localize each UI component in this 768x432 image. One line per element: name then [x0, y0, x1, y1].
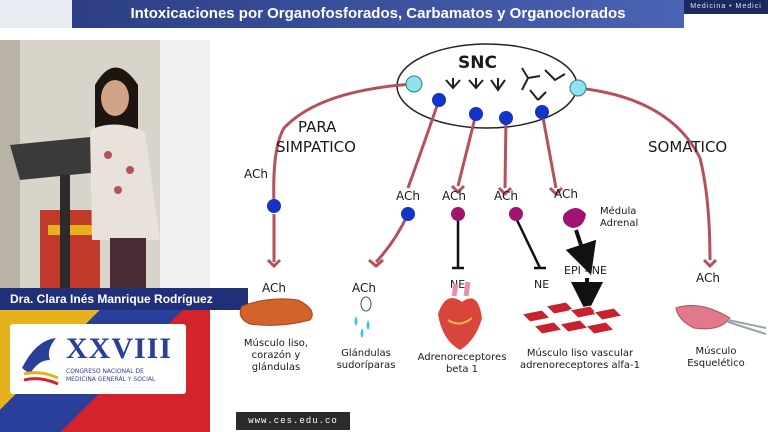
- vascular-muscle-icon: [520, 301, 624, 335]
- epi-ne-label: EPI - NE: [564, 264, 607, 277]
- speaker-video: [0, 40, 210, 290]
- blue-node-ganglion: [401, 207, 415, 221]
- adrenal-label: Adrenal: [600, 218, 638, 229]
- cyan-node-right: [569, 79, 587, 97]
- caption-line: Músculo liso vascular: [527, 347, 634, 359]
- event-name-line2: MEDICINA GENERAL Y SOCIAL: [66, 376, 156, 383]
- sweat-drops-icon: [354, 296, 372, 338]
- medula-label: Médula: [600, 205, 636, 217]
- simpatico-label: SIMPATICO: [276, 138, 356, 156]
- magenta-node: [451, 207, 465, 221]
- speaker-video-frame: [0, 40, 210, 290]
- ach-label: ACh: [696, 271, 720, 285]
- caption-vascular: Músculo liso vascular adrenoreceptores a…: [520, 347, 640, 371]
- snc-neurons: [445, 67, 566, 101]
- header-right-text: Medicina • Medici: [684, 0, 768, 14]
- event-logo-panel: XXVIII CONGRESO NACIONAL DE MEDICINA GEN…: [0, 310, 210, 432]
- adrenal-gland-icon: [563, 208, 586, 228]
- cyan-node-left: [405, 75, 423, 93]
- speaker-name: Dra. Clara Inés Manrique Rodríguez: [0, 288, 248, 310]
- caption-line: Músculo liso,: [244, 337, 308, 349]
- heart-icon: [438, 281, 482, 350]
- ach-label: ACh: [396, 189, 420, 203]
- nerve-paths: [272, 82, 712, 264]
- caption-line: beta 1: [446, 364, 478, 375]
- postganglionic-fibers: [452, 217, 546, 270]
- dove-icon: [22, 338, 59, 386]
- caption-line: sudoríparas: [337, 359, 396, 371]
- ne-label: NE: [534, 278, 549, 291]
- nerve-terminals: [266, 184, 718, 269]
- blue-node: [432, 93, 446, 107]
- skeletal-muscle-icon: [675, 305, 767, 335]
- ach-label: ACh: [244, 167, 268, 181]
- caption-line: Músculo: [696, 345, 737, 357]
- caption-line: Glándulas: [341, 347, 391, 359]
- event-name-line1: CONGRESO NACIONAL DE: [66, 368, 144, 375]
- event-edition-number: XXVIII: [66, 332, 173, 365]
- caption-line: Esquelético: [687, 357, 745, 369]
- ach-label: ACh: [494, 189, 518, 203]
- smooth-muscle-icon: [239, 298, 313, 326]
- caption-adrenoreceptores: Adrenoreceptores beta 1: [418, 352, 507, 375]
- ach-label: ACh: [442, 189, 466, 203]
- caption-line: corazón y: [252, 349, 301, 361]
- slide-title: Intoxicaciones por Organofosforados, Car…: [72, 0, 684, 28]
- magenta-node: [509, 207, 523, 221]
- ach-label: ACh: [352, 281, 376, 295]
- ach-label: ACh: [262, 281, 286, 295]
- snc-label: SNC: [458, 53, 497, 73]
- somatico-label: SOMATICO: [648, 138, 727, 156]
- blue-node-ganglion: [267, 199, 281, 213]
- blue-node: [469, 107, 483, 121]
- event-logo: XXVIII CONGRESO NACIONAL DE MEDICINA GEN…: [10, 324, 186, 394]
- autonomic-diagram: SNC: [239, 43, 767, 375]
- header-left-strip: [0, 0, 72, 28]
- blue-node: [535, 105, 549, 119]
- caption-line: adrenoreceptores alfa-1: [520, 360, 640, 371]
- website-link[interactable]: www.ces.edu.co: [236, 412, 350, 430]
- blue-node: [499, 111, 513, 125]
- caption-line: glándulas: [252, 361, 300, 373]
- caption-line: Adrenoreceptores: [418, 352, 507, 363]
- caption-esqueletico: Músculo Esquelético: [687, 345, 745, 369]
- arrow-medula: [565, 229, 597, 276]
- para-label: PARA: [298, 118, 337, 136]
- ach-label: ACh: [554, 187, 578, 201]
- caption-glandulas: Glándulas sudoríparas: [337, 347, 396, 371]
- caption-musculo-liso: Músculo liso, corazón y glándulas: [244, 337, 308, 373]
